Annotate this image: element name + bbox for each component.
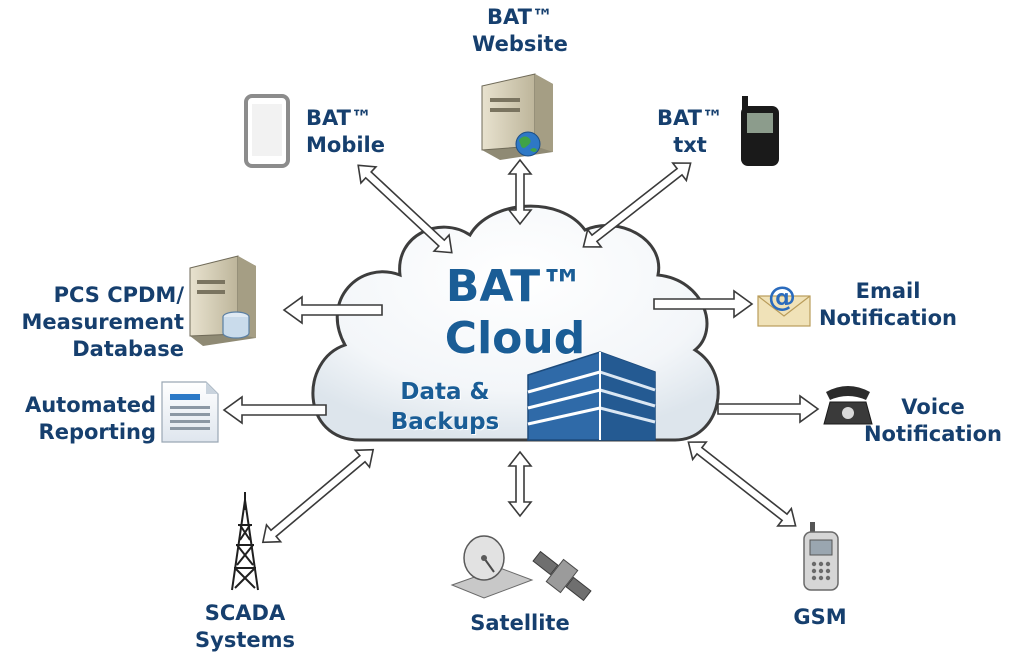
label-txt-line2: txt bbox=[673, 133, 707, 157]
label-txt-line1: BAT™ bbox=[657, 106, 723, 130]
arrow-email bbox=[653, 289, 754, 319]
radio-tower-icon bbox=[231, 492, 259, 591]
building-icon bbox=[527, 351, 656, 441]
label-gsm-line1: GSM bbox=[793, 605, 847, 629]
cell-phone-icon bbox=[741, 96, 779, 166]
label-email-line1: Email bbox=[855, 279, 921, 303]
label-txt: BAT™ txt bbox=[650, 105, 730, 159]
arrow-mobile bbox=[357, 164, 453, 254]
label-database-line2: Measurement bbox=[21, 310, 184, 334]
label-reporting: Automated Reporting bbox=[4, 392, 156, 446]
label-voice-line1: Voice bbox=[901, 395, 965, 419]
arrow-txt bbox=[582, 162, 692, 248]
label-reporting-line1: Automated bbox=[24, 393, 156, 417]
label-email: Email Notification bbox=[808, 278, 968, 332]
cloud-subtitle-data: Data & bbox=[400, 379, 490, 405]
label-database-line1: PCS CPDM/ bbox=[53, 283, 184, 307]
label-scada-line1: SCADA bbox=[204, 601, 286, 625]
web-server-icon bbox=[481, 73, 553, 160]
label-voice-line2: Notification bbox=[863, 422, 1003, 446]
tablet-icon bbox=[244, 94, 290, 168]
gsm-phone-icon bbox=[803, 522, 839, 591]
label-database-line3: Database bbox=[72, 337, 184, 361]
label-mobile: BAT™ Mobile bbox=[306, 105, 406, 159]
arrow-gsm bbox=[687, 441, 797, 527]
label-satellite: Satellite bbox=[455, 610, 585, 637]
label-voice: Voice Notification bbox=[858, 394, 1008, 448]
label-scada: SCADA Systems bbox=[190, 600, 300, 654]
label-website-line2: Website bbox=[472, 32, 568, 56]
cloud-title-bat: BAT™ bbox=[445, 261, 585, 312]
label-website-line1: BAT™ bbox=[487, 5, 553, 29]
cloud-title-cloud: Cloud bbox=[444, 313, 586, 364]
document-icon bbox=[161, 381, 219, 443]
arrow-database bbox=[282, 295, 383, 325]
label-reporting-line2: Reporting bbox=[38, 420, 156, 444]
email-envelope-icon: @ bbox=[757, 280, 811, 327]
arrow-reporting bbox=[222, 395, 327, 425]
arrow-satellite bbox=[507, 450, 533, 518]
satellite-dish-icon bbox=[450, 535, 534, 599]
label-mobile-line1: BAT™ bbox=[306, 106, 372, 130]
database-server-icon bbox=[189, 255, 256, 346]
arrow-website bbox=[507, 158, 533, 226]
label-website: BAT™ Website bbox=[455, 4, 585, 58]
svg-text:@: @ bbox=[768, 280, 796, 313]
label-database: PCS CPDM/ Measurement Database bbox=[8, 282, 184, 363]
label-satellite-line1: Satellite bbox=[470, 611, 570, 635]
label-scada-line2: Systems bbox=[195, 628, 295, 652]
telephone-icon bbox=[823, 386, 873, 425]
arrow-scada bbox=[261, 448, 375, 544]
label-gsm: GSM bbox=[780, 604, 860, 631]
arrows bbox=[222, 158, 820, 544]
cloud-subtitle-backups: Backups bbox=[390, 409, 500, 435]
label-mobile-line2: Mobile bbox=[306, 133, 385, 157]
label-email-line2: Notification bbox=[818, 306, 958, 330]
orbit-satellite-icon bbox=[532, 550, 592, 602]
arrow-voice bbox=[717, 394, 820, 424]
